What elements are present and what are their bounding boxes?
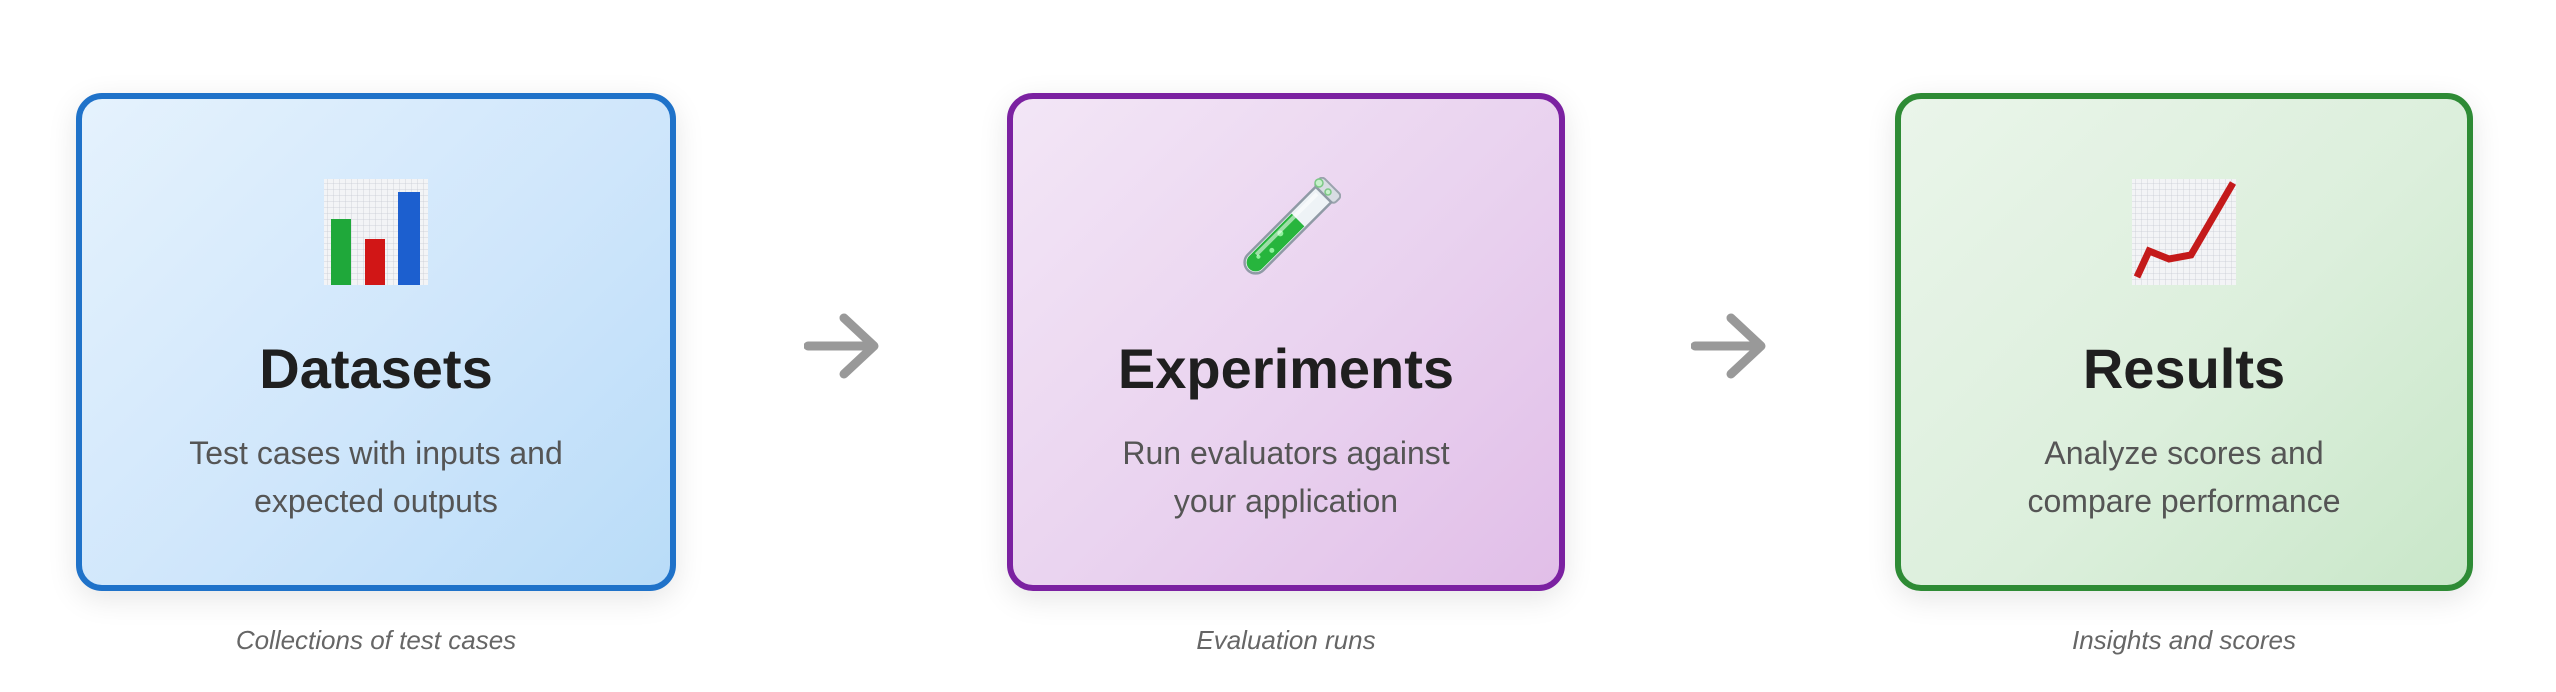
right-arrow-icon — [1691, 313, 1766, 379]
experiments-caption: Evaluation runs — [1196, 625, 1376, 655]
datasets-title: Datasets — [259, 337, 493, 400]
datasets-caption: Collections of test cases — [235, 625, 517, 655]
datasets-description: Test cases with inputs and expected outp… — [189, 435, 563, 519]
experiments-title: Experiments — [1117, 337, 1455, 400]
results-card: Results Analyze scores and compare perfo… — [1895, 93, 2473, 591]
trend-chart-icon — [2132, 179, 2237, 285]
results-description: Analyze scores and compare performance — [2027, 435, 2341, 519]
results-title: Results — [2082, 337, 2286, 400]
experiments-card: Experiments Run evaluators against your … — [1007, 93, 1565, 591]
datasets-card: Datasets Test cases with inputs and expe… — [76, 93, 676, 591]
experiments-description: Run evaluators against your application — [1122, 435, 1450, 519]
bar-chart-icon — [324, 179, 428, 285]
right-arrow-icon — [804, 313, 879, 379]
test-tube-icon — [1243, 177, 1341, 275]
results-caption: Insights and scores — [2071, 625, 2296, 655]
